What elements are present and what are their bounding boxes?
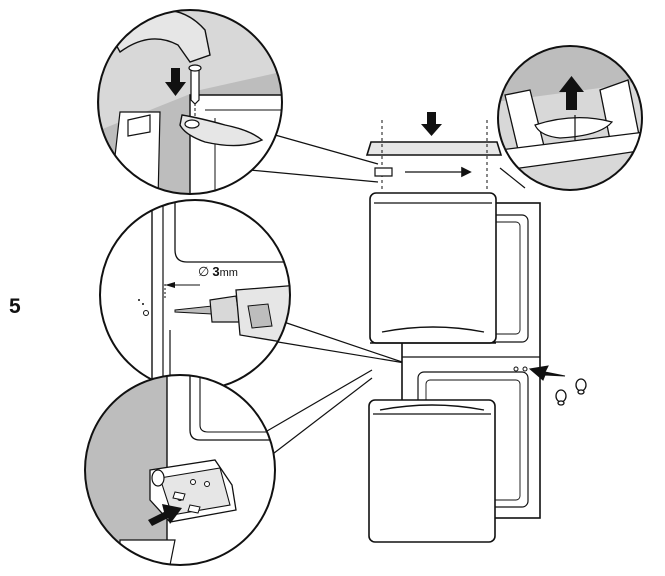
insert-arrow-icon	[528, 365, 566, 381]
push-arrow-icon	[148, 504, 182, 526]
detail-hinge-cover-circle	[97, 9, 283, 195]
detail-drilling-circle: ∅3mm	[99, 199, 291, 391]
drill-size-label: ∅3mm	[198, 264, 238, 279]
down-arrow-icon	[165, 68, 186, 96]
step-number: 5	[9, 295, 21, 318]
hole-plug-caps	[555, 378, 587, 406]
down-arrow-icon	[421, 112, 442, 136]
detail-clip-removal-circle	[497, 45, 643, 191]
leader-lines	[249, 132, 526, 461]
lower-door	[368, 399, 496, 543]
upper-door	[369, 192, 497, 344]
top-cover-plate	[365, 120, 503, 190]
up-arrow-icon	[559, 76, 584, 110]
detail-hinge-screws-circle	[84, 374, 276, 566]
